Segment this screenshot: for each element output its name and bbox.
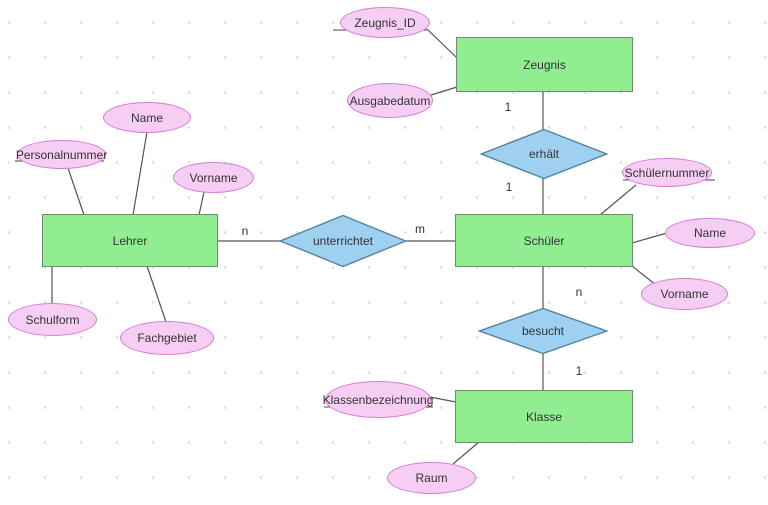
- entity-klasse: Klasse: [455, 390, 633, 443]
- cardinality-schueler-besucht: n: [575, 285, 583, 299]
- relationship-label: besucht: [521, 324, 565, 338]
- attribute-label: Name: [130, 110, 163, 125]
- attribute-fachgebiet: Fachgebiet: [120, 321, 214, 355]
- attribute-schulform: Schulform: [8, 303, 97, 336]
- entity-label: Lehrer: [112, 233, 148, 248]
- attribute-label: Ausgabedatum: [349, 93, 431, 108]
- connector-klassenbezeichnung-klasse: [429, 396, 457, 403]
- connector-schueler-name: [631, 232, 668, 244]
- entity-zeugnis: Zeugnis: [456, 37, 633, 92]
- attribute-personalnummer: Personalnummer: [15, 140, 108, 169]
- attribute-klassenbezeichnung: Klassenbezeichnung: [322, 381, 434, 418]
- relationship-besucht: besucht: [478, 308, 608, 354]
- attribute-ausgabedatum: Ausgabedatum: [347, 83, 433, 118]
- attribute-label: Klassenbezeichnung: [322, 392, 434, 407]
- attribute-label: Vorname: [660, 287, 709, 301]
- diamond-icon: [279, 215, 407, 267]
- connector-schuelernummer-schueler: [599, 184, 637, 216]
- relationship-label: erhält: [528, 147, 560, 161]
- relationship-label: unterrichtet: [312, 234, 374, 248]
- attribute-zeugnis-id: Zeugnis_ID: [340, 7, 430, 38]
- attribute-label: Zeugnis_ID: [354, 15, 416, 30]
- cardinality-lehrer-unterrichtet: n: [241, 224, 249, 238]
- connector-zeugnis-id-zeugnis: [426, 28, 458, 59]
- attribute-lehrer-vorname: Vorname: [173, 162, 254, 193]
- entity-schueler: Schüler: [455, 214, 633, 267]
- connector-lehrer-fachgebiet: [146, 265, 167, 323]
- attribute-label: Schülernummer: [624, 165, 710, 180]
- attribute-schuelernummer: Schülernummer: [622, 158, 712, 187]
- entity-label: Zeugnis: [523, 57, 566, 72]
- attribute-raum: Raum: [387, 462, 476, 494]
- relationship-unterrichtet: unterrichtet: [279, 215, 407, 267]
- cardinality-zeugnis-erhaelt: 1: [504, 100, 512, 114]
- cardinality-besucht-klasse: 1: [575, 364, 583, 378]
- entity-lehrer: Lehrer: [42, 214, 218, 267]
- connector-vorname-lehrer: [198, 191, 205, 216]
- attribute-label: Personalnummer: [15, 147, 108, 162]
- attribute-label: Vorname: [189, 170, 238, 185]
- attribute-lehrer-name: Name: [103, 102, 191, 133]
- attribute-label: Name: [693, 226, 726, 240]
- relationship-erhaelt: erhält: [480, 129, 608, 179]
- attribute-schueler-vorname: Vorname: [641, 278, 728, 310]
- cardinality-erhaelt-schueler: 1: [505, 180, 513, 194]
- cardinality-unterrichtet-schueler: m: [415, 222, 425, 236]
- connector-klasse-raum: [452, 441, 480, 465]
- attribute-label: Fachgebiet: [137, 331, 197, 345]
- attribute-label: Schulform: [25, 312, 80, 327]
- connector-personalnummer-lehrer: [67, 167, 85, 216]
- attribute-label: Raum: [415, 471, 448, 485]
- diamond-icon: [478, 308, 608, 354]
- entity-label: Klasse: [525, 409, 563, 424]
- connector-ausgabedatum-zeugnis: [430, 86, 458, 96]
- entity-label: Schüler: [523, 233, 565, 248]
- attribute-schueler-name: Name: [665, 218, 755, 248]
- connector-name-lehrer: [132, 131, 148, 216]
- connector-schueler-vorname: [631, 265, 657, 286]
- diamond-icon: [480, 129, 608, 179]
